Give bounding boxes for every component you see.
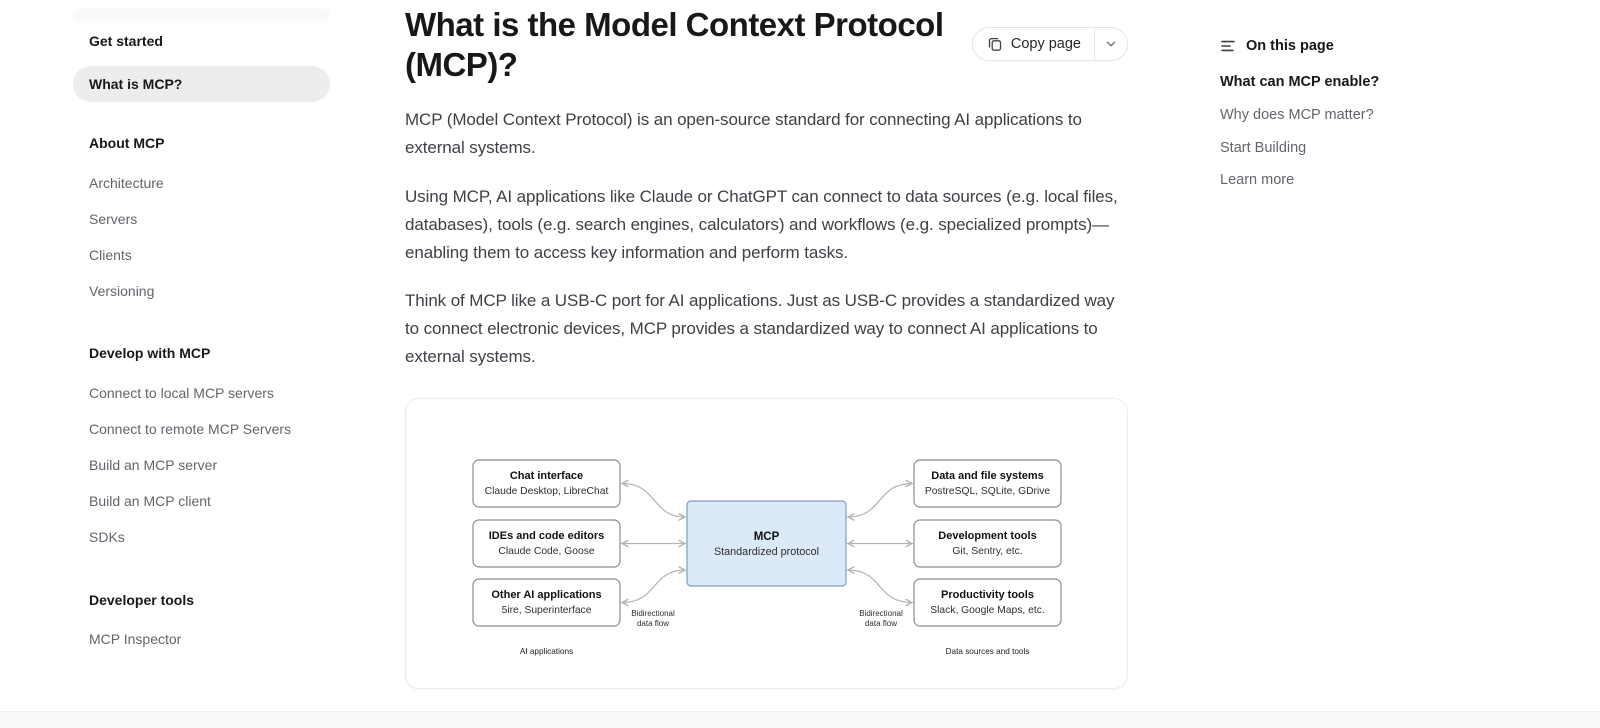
chat-interface-subtitle: Claude Desktop, LibreChat: [485, 486, 609, 497]
right-group-caption: Data sources and tools: [946, 647, 1030, 656]
list-icon: [1220, 38, 1236, 54]
other-ai-apps-box: [472, 578, 621, 627]
data-file-systems-title: Data and file systems: [931, 470, 1044, 482]
sidebar-item-connect-local-servers[interactable]: Connect to local MCP servers: [89, 385, 274, 401]
mcp-architecture-diagram-svg: Chat interface Claude Desktop, LibreChat…: [472, 459, 1062, 656]
sidebar-item-versioning[interactable]: Versioning: [89, 283, 155, 299]
sidebar-nav: Get started What is MCP? About MCP Archi…: [73, 0, 330, 711]
intro-paragraph: MCP (Model Context Protocol) is an open-…: [405, 110, 1082, 157]
productivity-tools-subtitle: Slack, Google Maps, etc.: [930, 605, 1044, 616]
mcp-box-title: MCP: [754, 531, 780, 543]
sidebar-item-label: What is MCP?: [89, 76, 183, 92]
toc-item-learn-more[interactable]: Learn more: [1220, 172, 1295, 188]
copy-page-button[interactable]: Copy page: [971, 27, 1128, 61]
main-content: What is the Model Context Protocol (MCP)…: [405, 0, 1128, 711]
mcp-architecture-diagram: Chat interface Claude Desktop, LibreChat…: [405, 398, 1128, 689]
sidebar-item-clients[interactable]: Clients: [89, 247, 132, 263]
sidebar-item-build-mcp-client[interactable]: Build an MCP client: [89, 493, 211, 509]
diagram-connectors: [620, 479, 914, 607]
toc-header-label: On this page: [1246, 38, 1334, 54]
productivity-tools-box: [913, 578, 1062, 627]
chat-interface-title: Chat interface: [510, 470, 583, 482]
flow-label-left-1: Bidirectional: [631, 609, 675, 618]
development-tools-title: Development tools: [938, 530, 1036, 542]
sidebar-item-sdks[interactable]: SDKs: [89, 529, 125, 545]
sidebar-item-servers[interactable]: Servers: [89, 211, 138, 227]
sidebar-item-what-is-mcp[interactable]: What is MCP?: [73, 66, 330, 102]
ides-title: IDEs and code editors: [489, 530, 605, 542]
sidebar-item-connect-remote-servers[interactable]: Connect to remote MCP Servers: [89, 421, 292, 437]
chat-interface-box: [472, 459, 621, 508]
toc-item-start-building[interactable]: Start Building: [1220, 140, 1307, 156]
copy-icon: [987, 36, 1003, 52]
toc-item-what-can-mcp-enable[interactable]: What can MCP enable?: [1220, 74, 1380, 90]
flow-label-right-1: Bidirectional: [859, 609, 903, 618]
diagram-labels: Bidirectional data flow Bidirectional da…: [520, 609, 1030, 656]
sidebar-section-get-started: Get started: [89, 33, 163, 49]
chevron-down-icon: [1106, 39, 1116, 49]
sidebar-section-developer-tools: Developer tools: [89, 592, 195, 608]
ides-subtitle: Claude Code, Goose: [498, 546, 594, 557]
toc-header: On this page: [1220, 38, 1334, 54]
copy-button-divider: [1094, 28, 1095, 60]
sidebar-section-about-mcp: About MCP: [89, 135, 165, 151]
diagram-left-boxes: Chat interface Claude Desktop, LibreChat…: [472, 459, 621, 627]
other-ai-apps-subtitle: 5ire, Superinterface: [502, 605, 592, 616]
flow-label-left-2: data flow: [637, 619, 669, 628]
sidebar-item-build-mcp-server[interactable]: Build an MCP server: [89, 457, 218, 473]
left-group-caption: AI applications: [520, 647, 573, 656]
copy-page-button-main[interactable]: Copy page: [973, 28, 1094, 60]
productivity-tools-title: Productivity tools: [941, 589, 1034, 601]
flow-label-right-2: data flow: [865, 619, 897, 628]
development-tools-subtitle: Git, Sentry, etc.: [952, 546, 1022, 557]
usage-paragraph: Using MCP, AI applications like Claude o…: [405, 187, 1118, 262]
analogy-paragraph: Think of MCP like a USB-C port for AI ap…: [405, 291, 1115, 366]
ides-box: [472, 519, 621, 568]
copy-page-button-label: Copy page: [1010, 36, 1081, 52]
data-file-systems-subtitle: PostreSQL, SQLite, GDrive: [925, 486, 1051, 497]
mcp-box: [686, 500, 847, 587]
development-tools-box: [913, 519, 1062, 568]
footer-strip: [0, 711, 1600, 728]
sidebar-item-architecture[interactable]: Architecture: [89, 175, 164, 191]
sidebar-faded-item: [73, 8, 330, 22]
sidebar-item-mcp-inspector[interactable]: MCP Inspector: [89, 631, 182, 647]
data-file-systems-box: [913, 459, 1062, 508]
other-ai-apps-title: Other AI applications: [491, 589, 601, 601]
mcp-box-subtitle: Standardized protocol: [714, 546, 819, 558]
sidebar-section-develop-with-mcp: Develop with MCP: [89, 345, 211, 361]
toc-item-why-does-mcp-matter[interactable]: Why does MCP matter?: [1220, 107, 1374, 123]
diagram-center-box: MCP Standardized protocol: [686, 500, 847, 587]
diagram-right-boxes: Data and file systems PostreSQL, SQLite,…: [913, 459, 1062, 627]
copy-page-dropdown-button[interactable]: [1095, 28, 1127, 60]
page-title: What is the Model Context Protocol (MCP)…: [405, 6, 944, 83]
